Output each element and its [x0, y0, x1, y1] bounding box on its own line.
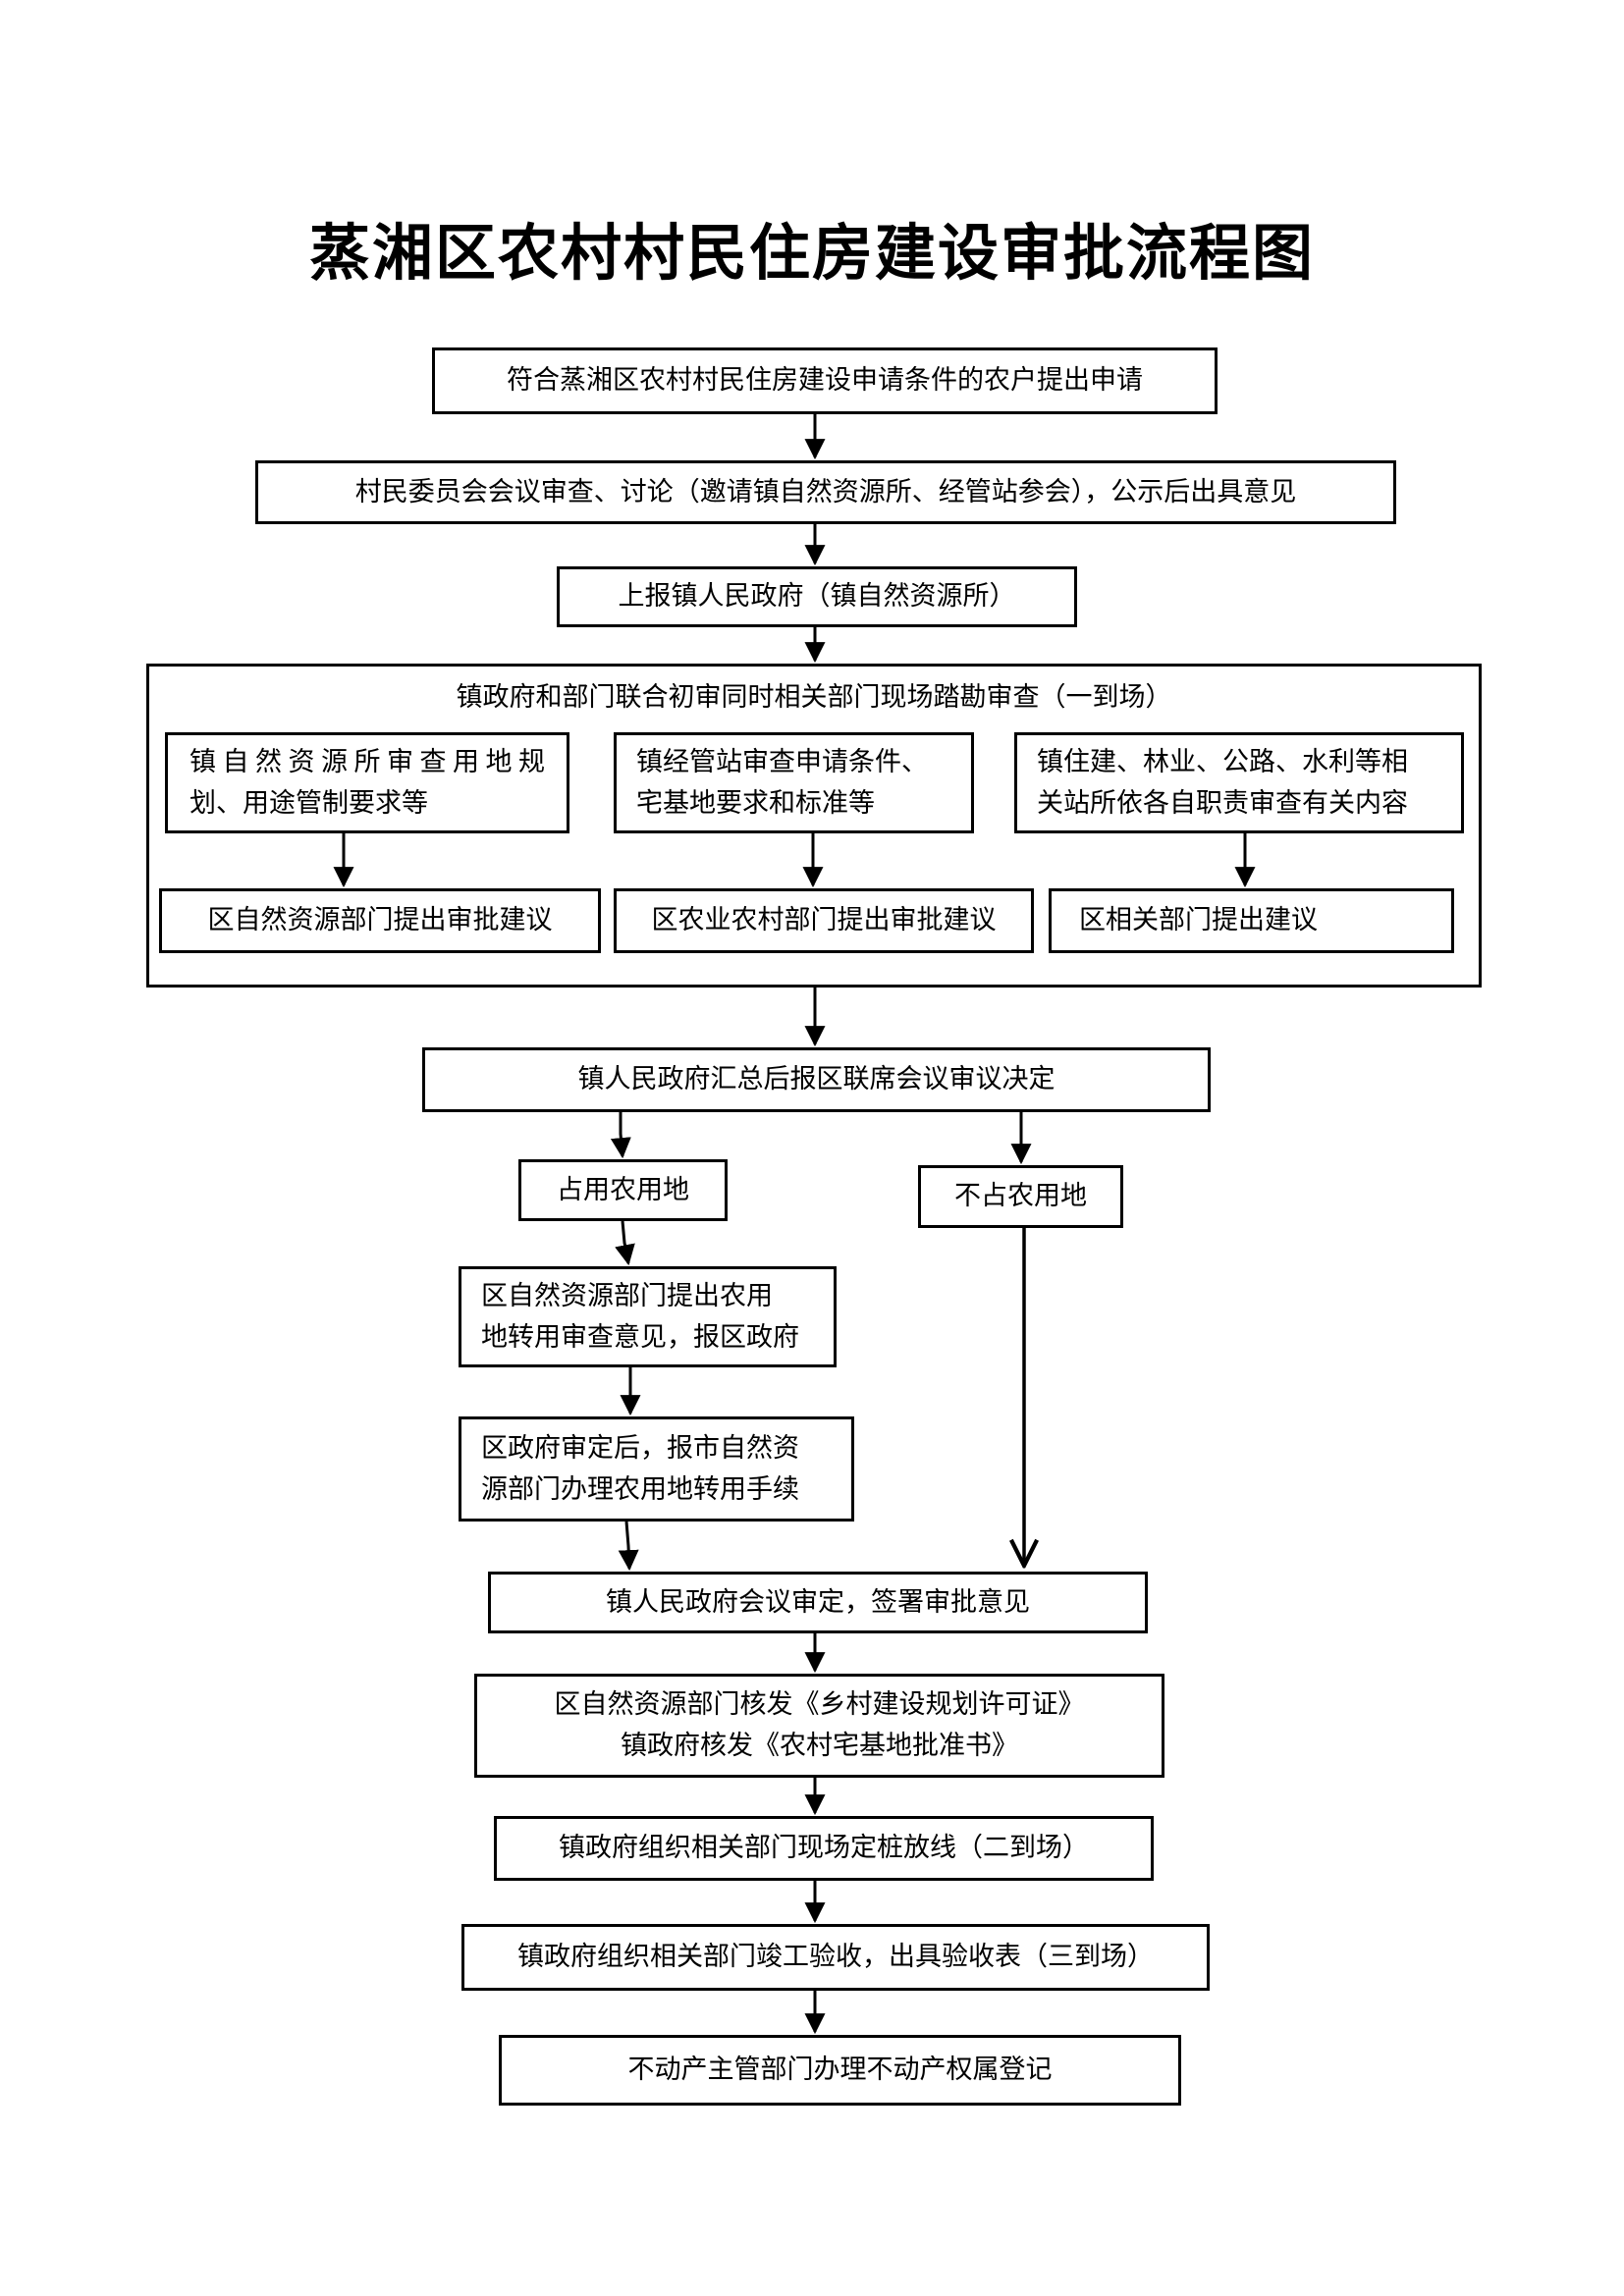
step-conversion-opinion-line1: 区自然资源部门提出农用 [481, 1280, 773, 1311]
joint-col3-top-line2: 关站所依各自职责审查有关内容 [1037, 787, 1408, 819]
step-summary-text: 镇人民政府汇总后报区联席会议审议决定 [577, 1064, 1056, 1095]
step-conversion-procedure: 区政府审定后，报市自然资 源部门办理农用地转用手续 [459, 1416, 854, 1522]
joint-col3-top: 镇住建、林业、公路、水利等相 关站所依各自职责审查有关内容 [1014, 732, 1464, 833]
step-report-town: 上报镇人民政府（镇自然资源所） [557, 566, 1077, 627]
joint-col1-top-line1: 镇自然资源所审查用地规 [189, 746, 545, 777]
step-acceptance: 镇政府组织相关部门竣工验收，出具验收表（三到场） [461, 1924, 1210, 1991]
joint-col1-top-line2: 划、用途管制要求等 [189, 787, 428, 819]
step-town-approval-text: 镇人民政府会议审定，签署审批意见 [606, 1586, 1030, 1618]
joint-col1-bottom: 区自然资源部门提出审批建议 [159, 888, 601, 953]
step-report-town-text: 上报镇人民政府（镇自然资源所） [618, 581, 1016, 612]
step-conversion-opinion-line2: 地转用审查意见，报区政府 [481, 1321, 799, 1353]
branch-use-farmland: 占用农用地 [518, 1159, 728, 1221]
step-village-review-text: 村民委员会会议审查、讨论（邀请镇自然资源所、经管站参会），公示后出具意见 [354, 476, 1297, 507]
step-summary: 镇人民政府汇总后报区联席会议审议决定 [422, 1047, 1211, 1112]
step-village-review: 村民委员会会议审查、讨论（邀请镇自然资源所、经管站参会），公示后出具意见 [255, 460, 1396, 524]
joint-col2-top-line2: 宅基地要求和标准等 [636, 787, 875, 819]
joint-col1-top: 镇自然资源所审查用地规 划、用途管制要求等 [165, 732, 569, 833]
arrow-use-to-opinion [615, 1220, 635, 1266]
joint-review-frame [146, 664, 1482, 988]
step-staking: 镇政府组织相关部门现场定桩放线（二到场） [494, 1816, 1154, 1881]
joint-col2-bottom-text: 区农业农村部门提出审批建议 [651, 905, 997, 935]
arrow-procedure-to-approval [618, 1521, 639, 1572]
joint-col1-bottom-text: 区自然资源部门提出审批建议 [207, 905, 553, 935]
step-permits-line1: 区自然资源部门核发《乡村建设规划许可证》 [554, 1689, 1085, 1720]
step-permits-line2: 镇政府核发《农村宅基地批准书》 [621, 1731, 1018, 1761]
joint-review-title: 镇政府和部门联合初审同时相关部门现场踏勘审查（一到场） [456, 682, 1172, 713]
joint-col2-top-line1: 镇经管站审查申请条件、 [636, 746, 928, 777]
branch-no-farmland: 不占农用地 [918, 1165, 1123, 1228]
step-town-approval: 镇人民政府会议审定，签署审批意见 [488, 1572, 1148, 1633]
branch-use-farmland-text: 占用农用地 [557, 1174, 689, 1205]
step-acceptance-text: 镇政府组织相关部门竣工验收，出具验收表（三到场） [517, 1942, 1154, 1972]
step-conversion-procedure-line1: 区政府审定后，报市自然资 [481, 1432, 799, 1464]
joint-col3-top-line1: 镇住建、林业、公路、水利等相 [1037, 746, 1408, 777]
joint-col3-bottom-text: 区相关部门提出建议 [1079, 905, 1318, 935]
step-registration-text: 不动产主管部门办理不动产权属登记 [627, 2055, 1053, 2085]
joint-col2-top: 镇经管站审查申请条件、 宅基地要求和标准等 [614, 732, 974, 833]
step-conversion-procedure-line2: 源部门办理农用地转用手续 [481, 1473, 799, 1505]
step-registration: 不动产主管部门办理不动产权属登记 [499, 2035, 1181, 2106]
arrow-summary-to-use [610, 1112, 631, 1159]
step-permits: 区自然资源部门核发《乡村建设规划许可证》 镇政府核发《农村宅基地批准书》 [474, 1674, 1164, 1778]
step-conversion-opinion: 区自然资源部门提出农用 地转用审查意见，报区政府 [459, 1266, 837, 1367]
branch-no-farmland-text: 不占农用地 [954, 1181, 1087, 1211]
joint-col2-bottom: 区农业农村部门提出审批建议 [614, 888, 1034, 953]
joint-col3-bottom: 区相关部门提出建议 [1049, 888, 1454, 953]
step-apply-text: 符合蒸湘区农村村民住房建设申请条件的农户提出申请 [507, 365, 1143, 396]
step-staking-text: 镇政府组织相关部门现场定桩放线（二到场） [559, 1833, 1089, 1863]
step-apply: 符合蒸湘区农村村民住房建设申请条件的农户提出申请 [432, 347, 1218, 414]
page-title: 蒸湘区农村村民住房建设审批流程图 [308, 217, 1315, 289]
